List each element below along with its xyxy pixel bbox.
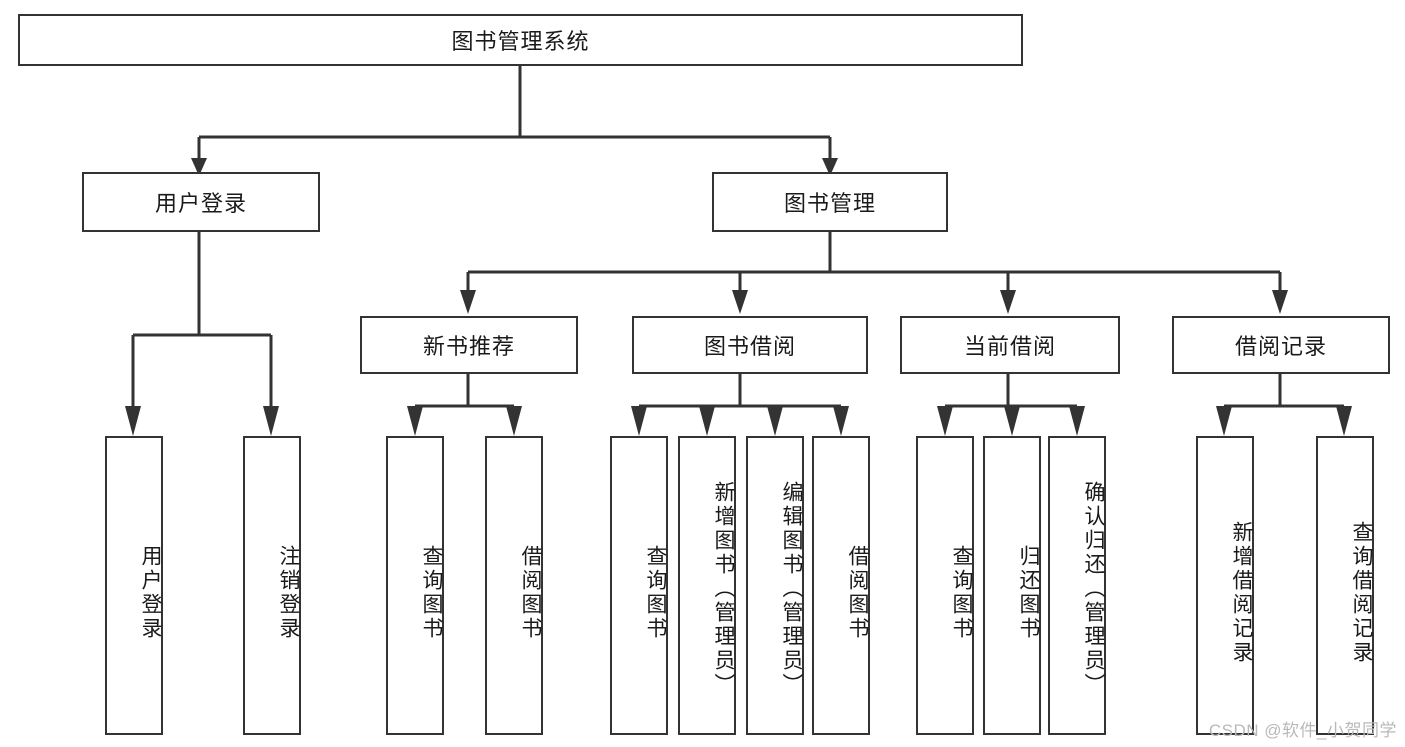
leaf-borrow-record-add-label: 新增借阅记录	[1230, 520, 1253, 665]
leaf-book-borrow-query[interactable]: 查询图书	[610, 436, 668, 735]
leaf-current-borrow-return[interactable]: 归还图书	[983, 436, 1041, 735]
leaf-book-borrow-borrow[interactable]: 借阅图书	[812, 436, 870, 735]
leaf-new-book-query-label: 查询图书	[420, 544, 443, 641]
leaf-current-borrow-confirm-label: 确认归还（管理员）	[1082, 480, 1105, 697]
leaf-current-borrow-return-label: 归还图书	[1017, 544, 1040, 641]
leaf-current-borrow-confirm[interactable]: 确认归还（管理员）	[1048, 436, 1106, 735]
leaf-borrow-record-query[interactable]: 查询借阅记录	[1316, 436, 1374, 735]
csdn-watermark: CSDN @软件_小贺同学	[1208, 721, 1397, 740]
node-borrow-record[interactable]: 借阅记录	[1172, 316, 1390, 374]
leaf-user-login-logout[interactable]: 注销登录	[243, 436, 301, 735]
node-book-borrow-label: 图书借阅	[703, 334, 796, 359]
node-root[interactable]: 图书管理系统	[18, 14, 1023, 66]
node-borrow-record-label: 借阅记录	[1234, 334, 1327, 359]
leaf-current-borrow-query[interactable]: 查询图书	[916, 436, 974, 735]
leaf-new-book-borrow[interactable]: 借阅图书	[485, 436, 543, 735]
leaf-user-login-logout-label: 注销登录	[277, 544, 300, 641]
leaf-new-book-borrow-label: 借阅图书	[519, 544, 542, 641]
node-new-book-recommend[interactable]: 新书推荐	[360, 316, 578, 374]
node-book-borrow[interactable]: 图书借阅	[632, 316, 868, 374]
leaf-book-borrow-add[interactable]: 新增图书（管理员）	[678, 436, 736, 735]
leaf-book-borrow-query-label: 查询图书	[644, 544, 667, 641]
leaf-book-borrow-borrow-label: 借阅图书	[846, 544, 869, 641]
leaf-book-borrow-edit[interactable]: 编辑图书（管理员）	[746, 436, 804, 735]
node-root-label: 图书管理系统	[451, 29, 590, 54]
node-book-management[interactable]: 图书管理	[712, 172, 948, 232]
node-current-borrow-label: 当前借阅	[963, 334, 1056, 359]
node-current-borrow[interactable]: 当前借阅	[900, 316, 1120, 374]
leaf-borrow-record-add[interactable]: 新增借阅记录	[1196, 436, 1254, 735]
leaf-user-login-login-label: 用户登录	[139, 544, 162, 641]
leaf-book-borrow-add-label: 新增图书（管理员）	[712, 480, 735, 697]
node-new-book-recommend-label: 新书推荐	[422, 334, 515, 359]
node-user-login[interactable]: 用户登录	[82, 172, 320, 232]
leaf-user-login-login[interactable]: 用户登录	[105, 436, 163, 735]
leaf-new-book-query[interactable]: 查询图书	[386, 436, 444, 735]
node-book-management-label: 图书管理	[783, 191, 876, 216]
leaf-borrow-record-query-label: 查询借阅记录	[1350, 520, 1373, 665]
leaf-book-borrow-edit-label: 编辑图书（管理员）	[780, 480, 803, 697]
node-user-login-label: 用户登录	[154, 191, 247, 216]
leaf-current-borrow-query-label: 查询图书	[950, 544, 973, 641]
